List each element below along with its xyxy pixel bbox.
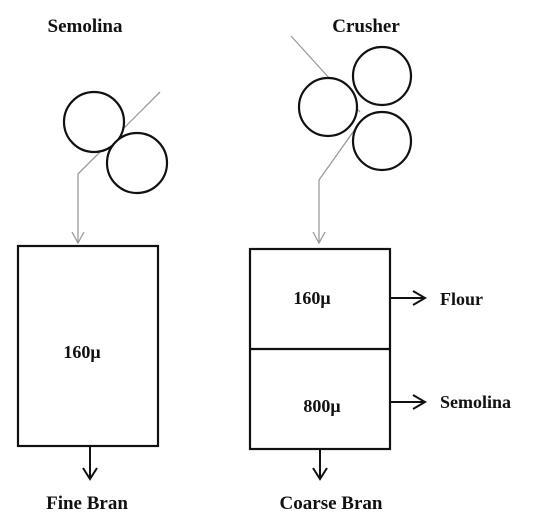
left-roll-upper — [62, 90, 126, 154]
left-roll-lower — [105, 131, 169, 195]
semolina-arrowhead — [412, 394, 427, 410]
right-feed-arrowhead — [312, 231, 326, 245]
right-output-label: Coarse Bran — [280, 493, 383, 513]
right-bottom-arrowhead — [312, 467, 328, 481]
flour-label: Flour — [440, 289, 483, 309]
right-title: Crusher — [332, 16, 400, 37]
left-output-label: Fine Bran — [46, 493, 128, 513]
right-upper-sieve-label: 160μ — [293, 288, 330, 308]
left-sieve-box — [16, 244, 160, 448]
right-feed-guide — [318, 124, 359, 181]
right-roll-top — [351, 45, 413, 107]
right-lower-sieve-label: 800μ — [303, 396, 340, 416]
semolina-output-label: Semolina — [440, 392, 511, 412]
flour-arrowhead — [412, 290, 427, 306]
right-roll-bottom — [351, 110, 413, 172]
left-feed-arrowhead — [71, 231, 85, 245]
left-title: Semolina — [48, 16, 123, 37]
left-bottom-arrowhead — [82, 467, 98, 481]
right-roll-left — [297, 76, 359, 138]
left-sieve-label: 160μ — [63, 342, 100, 362]
